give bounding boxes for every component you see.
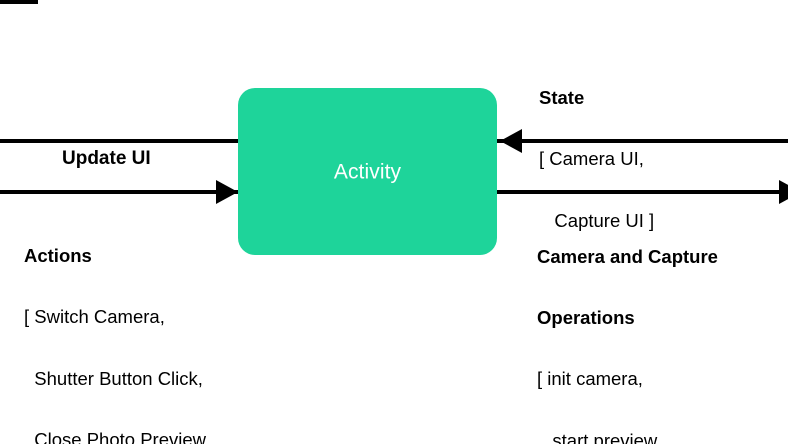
edge-label-camera-capture-operations: Camera and Capture Operations [ init cam…	[537, 208, 718, 444]
activity-node-label: Activity	[333, 160, 402, 183]
edge-label-operations-title-line1: Camera and Capture	[537, 246, 718, 267]
edge-label-actions: Actions [ Switch Camera, Shutter Button …	[24, 207, 248, 444]
edge-line-update-ui-left	[0, 139, 246, 143]
edge-label-operations-title-line2: Operations	[537, 307, 635, 328]
edge-line-actions-left	[0, 190, 246, 194]
edge-label-actions-item: [ Switch Camera,	[24, 306, 165, 327]
arrowhead-actions-into-activity	[216, 180, 238, 204]
edge-label-state-title: State	[539, 87, 585, 108]
edge-label-state-item: Capture UI ]	[539, 209, 655, 231]
edge-label-update-ui-title: Update UI	[62, 148, 151, 169]
arrowhead-operations-outgoing	[779, 180, 788, 204]
edge-label-state: State [ Camera UI, Capture UI ]	[539, 49, 654, 269]
edge-label-actions-item: Shutter Button Click,	[24, 367, 203, 389]
edge-label-actions-title: Actions	[24, 245, 92, 266]
edge-label-update-ui: Update UI	[62, 110, 151, 207]
edge-label-actions-item: Close Photo Preview,	[24, 429, 211, 444]
top-left-rule-mark	[0, 0, 38, 4]
edge-label-operations-item: start preview,	[537, 429, 662, 444]
activity-node[interactable]: Activity	[238, 88, 497, 255]
edge-line-state-right	[492, 139, 788, 143]
edge-label-state-item: [ Camera UI,	[539, 148, 644, 169]
arrowhead-state-into-activity	[500, 129, 522, 153]
edge-label-operations-item: [ init camera,	[537, 368, 643, 389]
edge-line-operations-right	[492, 190, 788, 194]
